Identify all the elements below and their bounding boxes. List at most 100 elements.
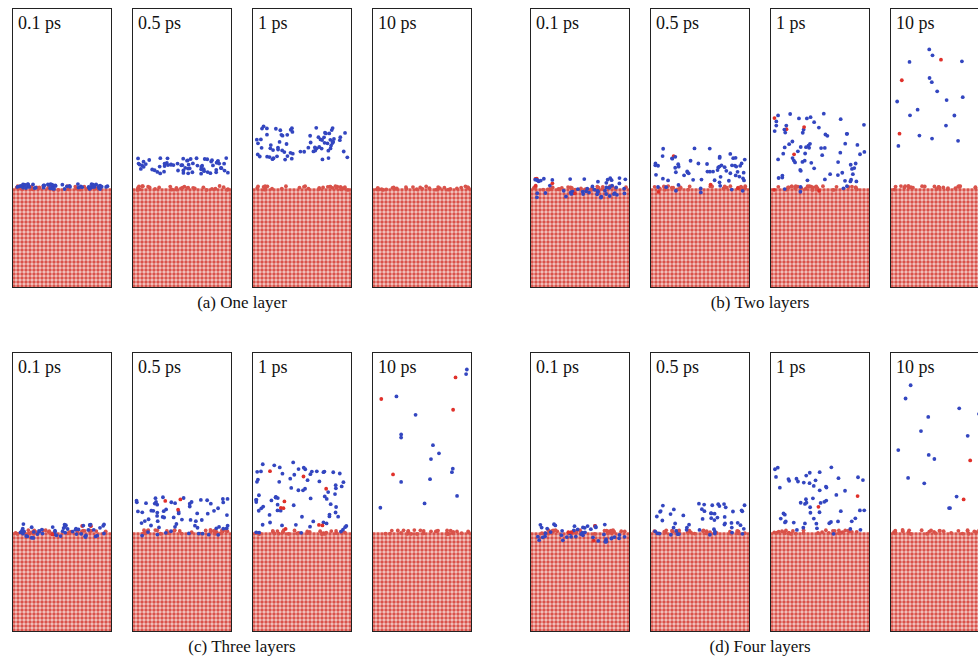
atom xyxy=(323,470,327,474)
atom xyxy=(254,500,258,504)
atom xyxy=(661,154,665,158)
atom xyxy=(269,143,273,147)
atom xyxy=(896,144,900,148)
atom xyxy=(180,518,184,522)
atom xyxy=(828,172,832,176)
atom-snapshot xyxy=(651,146,749,287)
atom xyxy=(173,528,177,532)
atom xyxy=(932,457,936,461)
atom xyxy=(802,125,806,129)
atom xyxy=(712,527,716,531)
atom xyxy=(274,127,278,131)
atom xyxy=(414,413,418,417)
atom xyxy=(623,535,627,539)
atom xyxy=(812,120,816,124)
atom xyxy=(163,162,167,166)
atom xyxy=(205,188,209,192)
atom xyxy=(822,112,826,116)
atom xyxy=(706,170,710,174)
atom xyxy=(275,154,279,158)
atom xyxy=(829,465,833,469)
atom xyxy=(467,186,471,190)
atom xyxy=(806,178,810,182)
atom xyxy=(380,187,384,191)
atom xyxy=(188,505,192,509)
atom xyxy=(226,171,230,175)
atom xyxy=(944,124,948,128)
atom xyxy=(30,525,34,529)
atom xyxy=(623,191,627,195)
atom xyxy=(740,508,744,512)
atom xyxy=(603,529,607,533)
atom xyxy=(199,165,203,169)
atom xyxy=(343,131,347,135)
atom xyxy=(399,531,403,535)
atom xyxy=(276,503,280,507)
atom xyxy=(200,518,204,522)
atom xyxy=(422,529,426,533)
atom xyxy=(776,158,780,162)
atom xyxy=(673,522,677,526)
atom xyxy=(591,535,595,539)
atom-snapshot xyxy=(531,176,629,287)
atom xyxy=(832,532,836,536)
atom xyxy=(604,186,608,190)
atom xyxy=(255,480,259,484)
atom xyxy=(258,532,262,536)
atom xyxy=(92,528,96,532)
atom xyxy=(808,481,812,485)
atom xyxy=(146,530,150,534)
atom xyxy=(32,530,36,534)
atom xyxy=(303,184,307,188)
atom xyxy=(787,531,791,535)
atom xyxy=(136,156,140,160)
snapshot-panel: 0.1 ps xyxy=(12,8,112,288)
atom xyxy=(325,497,329,501)
atom xyxy=(589,527,593,531)
atom xyxy=(265,127,269,131)
atom xyxy=(671,530,675,534)
atom xyxy=(820,530,824,534)
atom xyxy=(102,522,106,526)
atom xyxy=(790,184,794,188)
atom xyxy=(270,499,274,503)
atom xyxy=(734,174,738,178)
atom xyxy=(343,185,347,189)
atom-snapshot xyxy=(13,522,111,631)
atom xyxy=(162,516,166,520)
atom xyxy=(214,187,218,191)
atom xyxy=(838,151,842,155)
atom xyxy=(155,514,159,518)
atom xyxy=(455,494,459,498)
atom xyxy=(327,156,331,160)
atom xyxy=(164,508,168,512)
crystal-substrate xyxy=(13,188,111,287)
atom xyxy=(606,531,610,535)
atom xyxy=(404,187,408,191)
atom xyxy=(221,527,225,531)
atom xyxy=(907,184,911,188)
time-label: 0.5 ps xyxy=(133,9,181,34)
atom xyxy=(44,528,48,532)
atom xyxy=(693,146,697,150)
atom xyxy=(812,484,816,488)
atom xyxy=(613,535,617,539)
atom xyxy=(153,502,157,506)
atom xyxy=(796,149,800,153)
atom xyxy=(20,529,24,533)
atom xyxy=(545,527,549,531)
atom xyxy=(602,533,606,537)
atom xyxy=(941,186,945,190)
atom xyxy=(543,534,547,538)
atom xyxy=(898,132,902,136)
atom xyxy=(330,128,334,132)
atom xyxy=(904,397,908,401)
atom xyxy=(556,187,560,191)
atom xyxy=(454,375,458,379)
atom xyxy=(56,188,60,192)
atom xyxy=(299,531,303,535)
atom xyxy=(63,531,67,535)
atom xyxy=(730,526,734,530)
atom xyxy=(709,516,713,520)
atom xyxy=(839,509,843,513)
